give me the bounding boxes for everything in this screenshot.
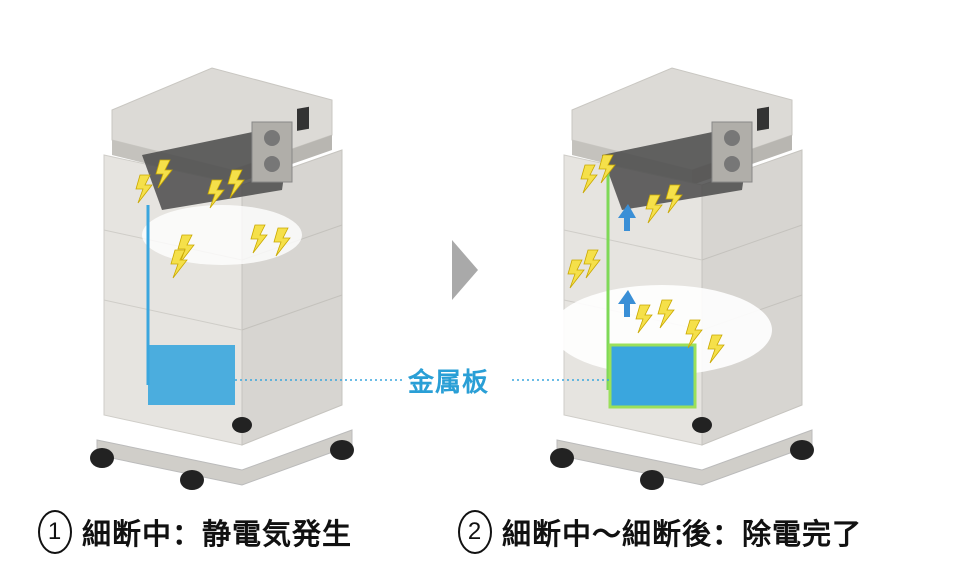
shredder-right <box>549 67 815 491</box>
step-number-1: 1 <box>38 510 72 554</box>
metal-plate-left <box>148 345 235 405</box>
caption-text-1: 細断中：静電気発生 <box>82 517 353 551</box>
discharge-arrow-icons <box>618 204 636 317</box>
caption-step-1: 1 細断中：静電気発生 <box>38 510 352 554</box>
metal-plate-label: 金属板 <box>408 368 490 398</box>
metal-plate-right <box>608 343 697 409</box>
next-arrow-icon <box>452 240 478 300</box>
shredder-left <box>89 67 355 491</box>
caption-text-2: 細断中～細断後：除電完了 <box>502 517 863 551</box>
step-number-2: 2 <box>458 510 492 554</box>
caption-step-2: 2 細断中～細断後：除電完了 <box>458 510 862 554</box>
